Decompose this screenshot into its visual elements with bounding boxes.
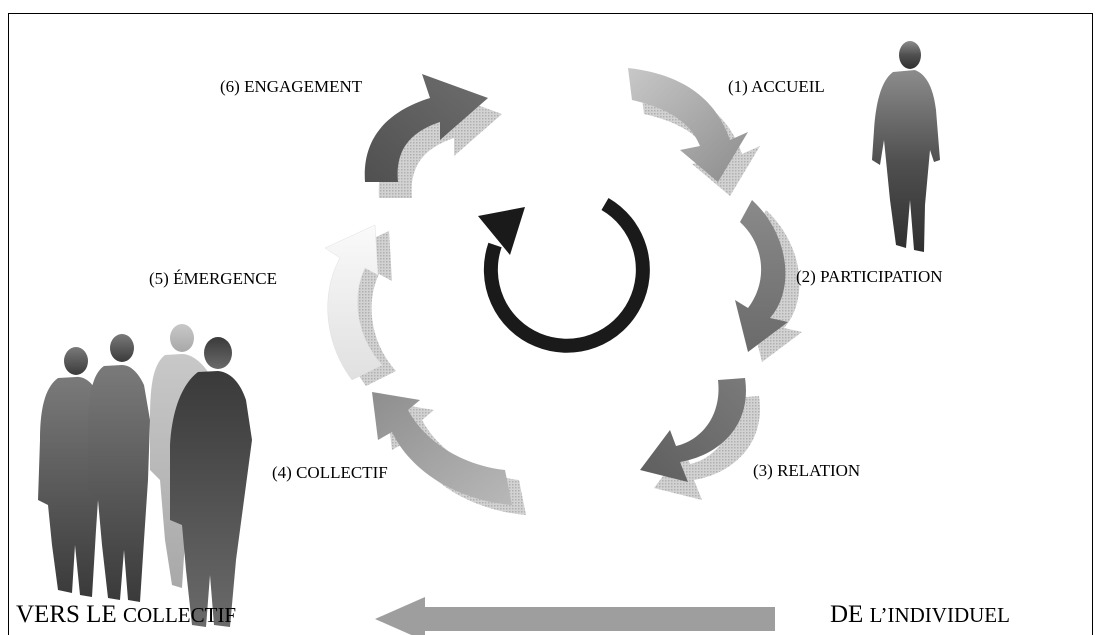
arrow-engagement [364,74,502,198]
diagram-frame [8,13,1093,635]
step-4-label: (4) COLLECTIF [272,463,388,482]
bottom-direction-arrow [375,597,775,635]
arrow-accueil [628,68,760,196]
footer-left-label: VERS LE COLLECTIF [16,601,237,628]
individual-person-icon [872,41,940,252]
step-5-label: (5) ÉMERGENCE [149,269,277,288]
arrow-participation [735,200,802,362]
arrow-relation [640,378,760,500]
step-3-label: (3) RELATION [753,461,861,480]
group-people-icon [38,324,252,627]
arrow-collectif [372,392,526,515]
arrow-emergence [324,224,396,386]
step-2-label: (2) PARTICIPATION [796,267,943,286]
step-1-label: (1) ACCUEIL [728,77,825,96]
step-6-label: (6) ENGAGEMENT [220,77,363,96]
footer-right-label: DE L’INDIVIDUEL [830,601,1010,628]
center-cycle-icon [478,197,650,353]
